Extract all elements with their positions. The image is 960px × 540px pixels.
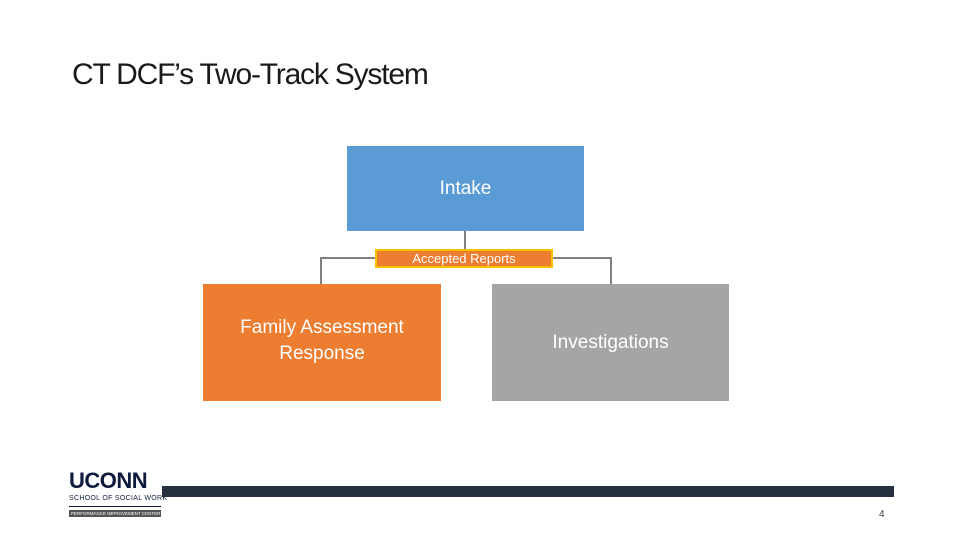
connector-horizontal-right <box>552 257 612 259</box>
footer-bar <box>162 486 894 497</box>
logo-subtitle: SCHOOL OF SOCIAL WORK <box>69 495 168 502</box>
connector-horizontal-left <box>320 257 376 259</box>
accepted-reports-label: Accepted Reports <box>375 249 553 268</box>
uconn-logo: UCONN SCHOOL OF SOCIAL WORK PERFORMANCE … <box>69 468 168 517</box>
connector-right-down <box>610 257 612 284</box>
family-assessment-response-node: Family Assessment Response <box>203 284 441 401</box>
intake-node-label: Intake <box>439 177 492 199</box>
logo-wordmark: UCONN <box>69 468 148 493</box>
page-number: 4 <box>879 509 885 520</box>
investigations-label: Investigations <box>552 331 669 353</box>
investigations-node: Investigations <box>492 284 729 401</box>
intake-node: Intake <box>347 146 584 231</box>
logo-center-name: PERFORMANCE IMPROVEMENT CENTER <box>69 510 161 517</box>
connector-left-down <box>320 257 322 284</box>
connector-intake-down <box>464 231 466 250</box>
family-assessment-response-label: Family Assessment Response <box>240 317 404 364</box>
logo-divider <box>69 506 161 507</box>
slide-title: CT DCF’s Two-Track System <box>72 58 429 91</box>
